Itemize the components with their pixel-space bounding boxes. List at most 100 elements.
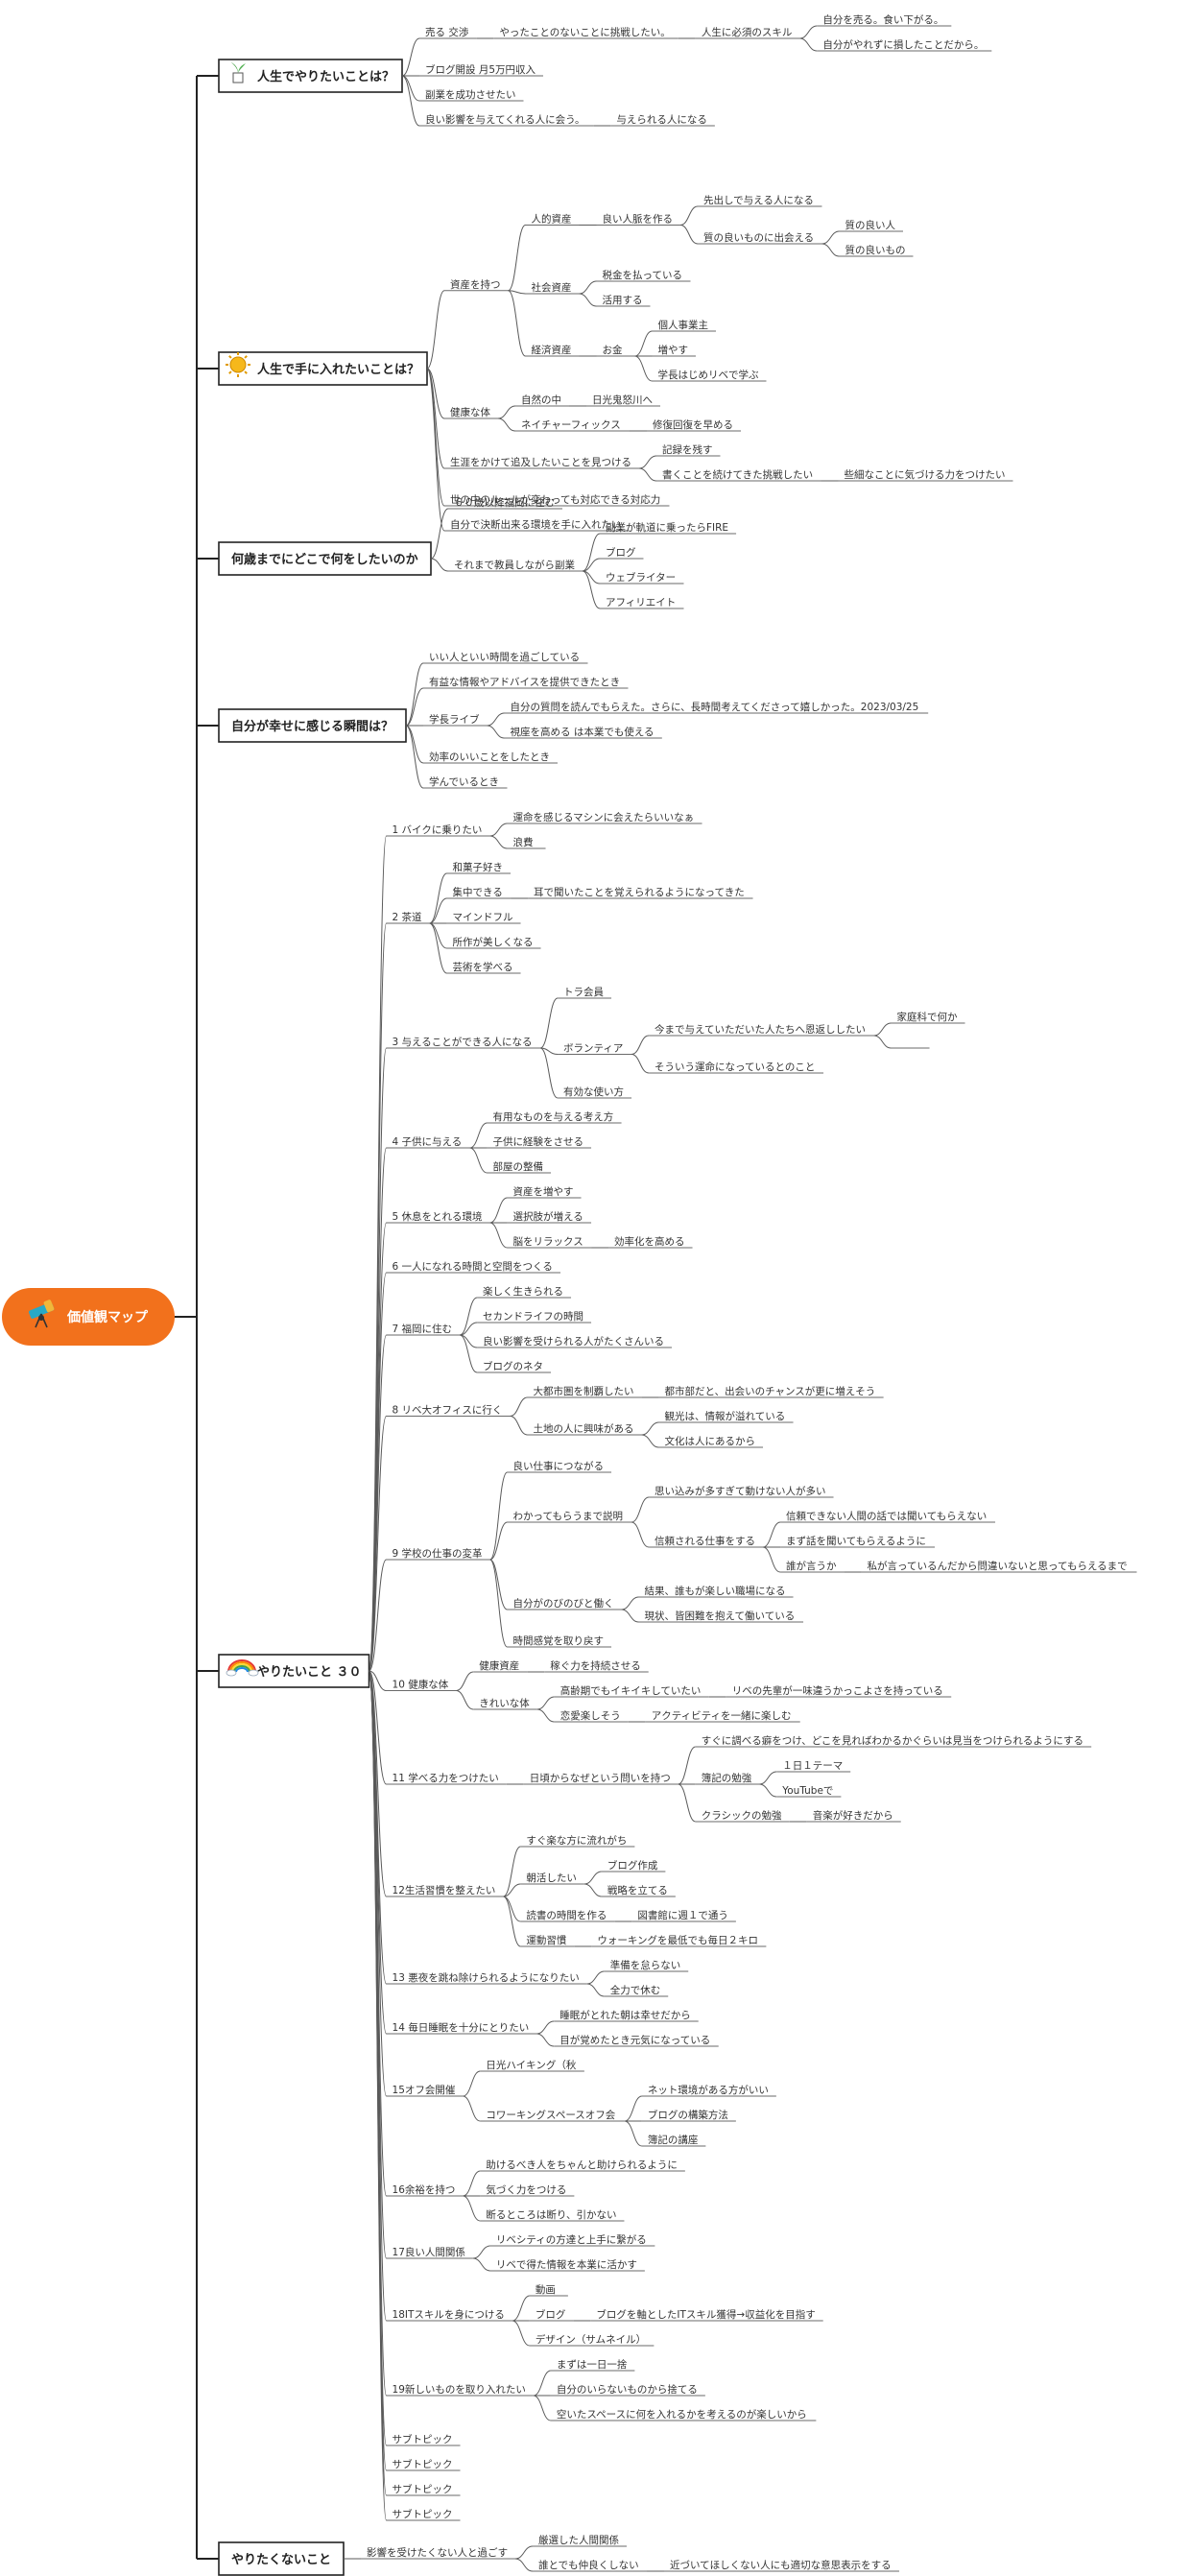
mind-map-node[interactable]: ６０歳以降福岡に住む xyxy=(448,496,562,510)
mind-map-node[interactable]: 都市部だと、出会いのチャンスが更に増えそう xyxy=(658,1385,884,1398)
mind-map-node[interactable]: 有効な使い方 xyxy=(558,1085,632,1099)
mind-map-node[interactable]: 良い仕事につながる xyxy=(507,1460,612,1473)
mind-map-node[interactable]: 空いたスペースに何を入れるかを考えるのが楽しいから xyxy=(550,2408,817,2421)
mind-map-node[interactable]: 簿記の講座 xyxy=(641,2134,706,2147)
mind-map-node[interactable]: 思い込みが多すぎて動けない人が多い xyxy=(649,1485,834,1498)
mind-map-node[interactable]: 売る 交渉 xyxy=(419,26,477,39)
mind-map-node[interactable]: 稼ぐ力を持続させる xyxy=(544,1659,649,1673)
mind-map-node[interactable]: 16余裕を持つ xyxy=(386,2183,464,2197)
mind-map-node[interactable]: 10 健康な体 xyxy=(386,1679,457,1691)
mind-map-node[interactable]: 税金を払っている xyxy=(596,269,691,282)
mind-map-node[interactable]: 自然の中 xyxy=(515,394,569,407)
mind-map-node[interactable]: 効率化を高める xyxy=(608,1235,693,1249)
mind-map-node[interactable]: 些細なことに気づける力をつけたい xyxy=(838,468,1013,482)
topic-2[interactable]: 何歳までにどこで何をしたいのか xyxy=(218,541,432,576)
mind-map-node[interactable]: 戦略を立てる xyxy=(601,1884,676,1897)
mind-map-node[interactable]: 所作が美しくなる xyxy=(446,936,541,949)
mind-map-node[interactable]: 睡眠がとれた朝は幸せだから xyxy=(554,2009,699,2022)
mind-map-node[interactable]: すぐ楽な方に流れがち xyxy=(520,1834,635,1848)
topic-1[interactable]: 人生で手に入れたいことは？ xyxy=(218,351,428,386)
mind-map-node[interactable]: 6 一人になれる時間と空間をつくる xyxy=(386,1260,561,1274)
topic-5[interactable]: やりたくないこと xyxy=(218,2541,345,2576)
mind-map-node[interactable]: 学長ライブ xyxy=(423,713,488,727)
mind-map-node[interactable]: お金 xyxy=(596,344,635,357)
mind-map-node[interactable]: 13 悪夜を跳ね除けられるようになりたい xyxy=(386,1971,587,1985)
mind-map-node[interactable]: ブログの構築方法 xyxy=(641,2109,736,2122)
mind-map-node[interactable]: 日光鬼怒川へ xyxy=(585,394,660,407)
mind-map-node[interactable]: 準備を怠らない xyxy=(604,1959,689,1972)
mind-map-node[interactable]: サブトピック xyxy=(386,2508,461,2521)
mind-map-node[interactable]: セカンドライフの時間 xyxy=(477,1311,592,1324)
mind-map-node[interactable]: 動画 xyxy=(529,2283,568,2297)
mind-map-node[interactable]: 質の良い人 xyxy=(839,219,903,232)
mind-map-node[interactable]: ブログ開設 月5万円収入 xyxy=(419,63,544,77)
mind-map-node[interactable]: 学んでいるとき xyxy=(423,775,508,789)
mind-map-node[interactable]: 楽しく生きられる xyxy=(477,1285,572,1299)
mind-map-node[interactable]: 厳選した人間関係 xyxy=(532,2534,627,2547)
mind-map-node[interactable]: サブトピック xyxy=(386,2483,461,2496)
mind-map-node[interactable]: 個人事業主 xyxy=(652,319,716,332)
mind-map-node[interactable]: やったことのないことに挑戦したい。 xyxy=(493,26,678,39)
mind-map-node[interactable]: 資産を持つ xyxy=(444,278,509,292)
mind-map-node[interactable]: 文化は人にあるから xyxy=(658,1435,764,1448)
mind-map-node[interactable]: 健康資産 xyxy=(473,1659,528,1673)
mind-map-node[interactable]: コワーキングスペースオフ会 xyxy=(480,2109,625,2122)
mind-map-node[interactable]: 与えられる人になる xyxy=(610,114,715,127)
mind-map-node[interactable]: 時間感覚を取り戻す xyxy=(507,1634,612,1648)
mind-map-node[interactable]: 世の中のルールが変わっても対応できる対応力 xyxy=(444,493,670,507)
mind-map-node[interactable]: 良い人脈を作る xyxy=(596,213,680,226)
mind-map-node[interactable]: 7 福岡に住む xyxy=(386,1323,461,1336)
mind-map-node[interactable]: いい人といい時間を過ごしている xyxy=(423,651,588,664)
mind-map-node[interactable]: 音楽が好きだから xyxy=(806,1809,901,1823)
mind-map-node[interactable]: 資産を増やす xyxy=(507,1185,582,1199)
mind-map-node[interactable]: ネット環境がある方がいい xyxy=(641,2084,776,2097)
mind-map-node[interactable]: 全力で休む xyxy=(604,1984,669,1997)
mind-map-node[interactable]: 目が覚めたとき元気になっている xyxy=(554,2034,719,2047)
mind-map-node[interactable]: ブログ xyxy=(599,546,644,560)
mind-map-node[interactable]: 書くことを続けてきた挑戦したい xyxy=(655,468,821,482)
mind-map-node[interactable]: 有用なものを与える考え方 xyxy=(487,1110,622,1124)
topic-4[interactable]: やりたいこと ３０ xyxy=(218,1654,370,1688)
mind-map-node[interactable]: 増やす xyxy=(652,344,696,357)
mind-map-node[interactable]: 日頃からなぜという問いを持つ xyxy=(523,1772,678,1785)
mind-map-node[interactable]: アクティビティを一緒に楽しむ xyxy=(645,1709,800,1723)
mind-map-node[interactable]: 浪費 xyxy=(507,836,546,849)
mind-map-node[interactable]: アフィリエイト xyxy=(599,597,684,609)
mind-map-node[interactable]: 副業が軌道に乗ったらFIRE xyxy=(599,521,737,535)
mind-map-node[interactable]: ブログのネタ xyxy=(477,1360,552,1373)
mind-map-node[interactable]: 集中できる xyxy=(446,886,512,899)
mind-map-node[interactable]: 大都市圏を制覇したい xyxy=(527,1385,642,1398)
mind-map-node[interactable]: 図書館に週１で通う xyxy=(631,1909,736,1922)
mind-map-node[interactable]: 和菓子好き xyxy=(446,862,512,874)
mind-map-node[interactable]: 観光は、情報が溢れている xyxy=(658,1410,794,1423)
mind-map-node[interactable]: 質の良いもの xyxy=(839,244,914,257)
topic-3[interactable]: 自分が幸せに感じる瞬間は？ xyxy=(218,708,407,743)
mind-map-node[interactable]: まずは一日一捨 xyxy=(550,2358,635,2372)
mind-map-node[interactable]: まず話を聞いてもらえるように xyxy=(780,1535,936,1548)
mind-map-node[interactable]: 生涯をかけて追及したいことを見つける xyxy=(444,456,639,469)
mind-map-node[interactable]: ネイチャーフィックス xyxy=(515,419,630,432)
mind-map-node[interactable]: クラシックの勉強 xyxy=(695,1809,790,1823)
mind-map-node[interactable]: 5 休息をとれる環境 xyxy=(386,1210,490,1224)
topic-0[interactable]: 人生でやりたいことは？ xyxy=(218,59,403,93)
mind-map-node[interactable]: 選択肢が増える xyxy=(507,1210,592,1224)
mind-map-node[interactable]: 19新しいものを取り入れたい xyxy=(386,2383,534,2397)
mind-map-node[interactable]: 現状、皆困難を抱えて働いている xyxy=(638,1610,804,1623)
mind-map-node[interactable]: 学長はじめリベで学ぶ xyxy=(652,369,767,382)
mind-map-node[interactable]: 耳で聞いたことを覚えられるようになってきた xyxy=(528,886,753,899)
mind-map-node[interactable]: 高齢期でもイキイキしていたい xyxy=(554,1684,709,1698)
mind-map-node[interactable]: マインドフル xyxy=(446,912,521,924)
mind-map-node[interactable]: 信頼できない人間の話では聞いてもらえない xyxy=(780,1510,996,1523)
mind-map-node[interactable]: わかってもらうまで説明 xyxy=(507,1510,632,1523)
mind-map-node[interactable]: 断るところは断り、引かない xyxy=(480,2208,625,2222)
mind-map-node[interactable]: 子供に経験をさせる xyxy=(487,1135,592,1149)
mind-map-node[interactable]: 良い影響を与えてくれる人に会う。 xyxy=(419,113,594,127)
mind-map-node[interactable]: きれいな体 xyxy=(473,1698,537,1710)
central-topic[interactable]: 価値観マップ xyxy=(2,1288,175,1346)
mind-map-node[interactable]: 良い影響を受けられる人がたくさんいる xyxy=(477,1335,673,1348)
mind-map-node[interactable]: 17良い人間関係 xyxy=(386,2246,473,2259)
mind-map-node[interactable]: 12生活習慣を整えたい xyxy=(386,1884,504,1897)
mind-map-node[interactable]: １日１テーマ xyxy=(776,1760,851,1773)
mind-map-node[interactable]: 家庭科で何か xyxy=(891,1011,965,1024)
mind-map-node[interactable]: 2 茶道 xyxy=(386,911,430,924)
